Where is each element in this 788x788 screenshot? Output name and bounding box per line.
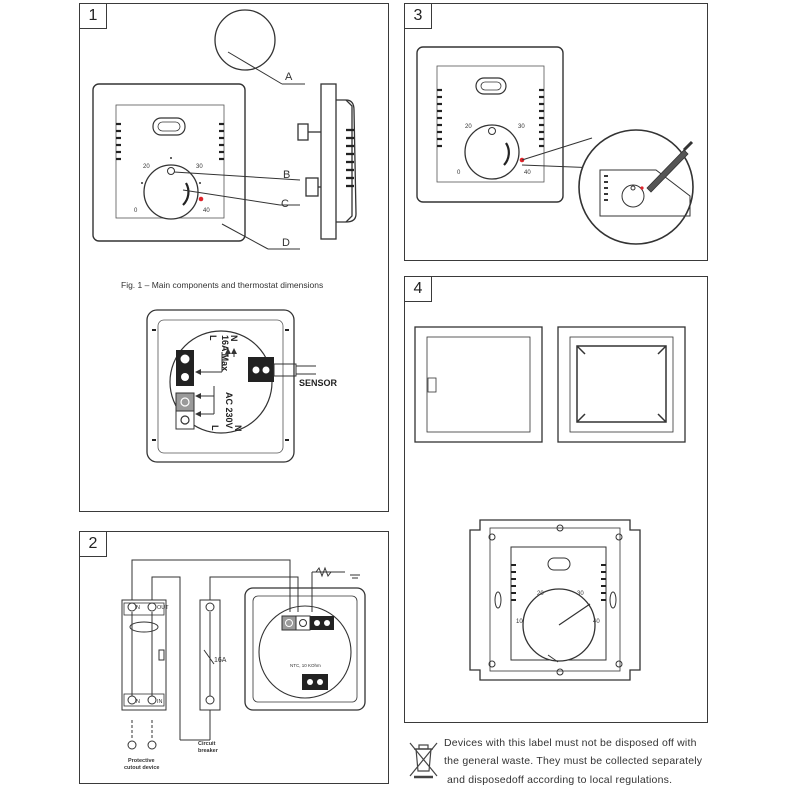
thermostat-side — [297, 83, 357, 240]
dial4-low: 20 — [537, 591, 544, 597]
label-n-top: N — [229, 335, 239, 342]
breaker-out: OUT — [157, 605, 169, 611]
indicator-led — [198, 196, 204, 202]
ntc-label: NTC, 10 KOhm — [290, 663, 321, 668]
dial4-labels: 10 20 30 40 — [516, 591, 600, 625]
panel-number: 1 — [79, 3, 107, 29]
dial3-low: 20 — [465, 124, 472, 130]
protective-line-2: cutout device — [124, 765, 159, 771]
panel-number: 3 — [404, 3, 432, 29]
screwdriver-icon — [646, 149, 689, 193]
installation-step-3: 0 20 30 40 — [416, 46, 694, 245]
label-sensor: SENSOR — [299, 378, 338, 388]
breaker-n-bottom: N — [136, 699, 140, 705]
panel-1: 1 — [79, 3, 389, 512]
dial3-high: 30 — [518, 124, 525, 130]
panel-number: 2 — [79, 531, 107, 557]
schematic-terminals — [127, 602, 334, 750]
breaker-n-top: N — [136, 605, 140, 611]
schematic-labels: N OUT N IN 16A NTC, 10 KOhm Protective c… — [124, 605, 321, 771]
mounting-frame — [469, 519, 641, 681]
dial4-high: 30 — [577, 591, 584, 597]
panel-number: 4 — [404, 276, 432, 302]
callout-lines — [173, 171, 301, 250]
dial-label-high: 30 — [196, 164, 203, 170]
dial-label-max: 40 — [203, 208, 210, 214]
callout-d: D — [282, 237, 290, 249]
installation-step-4 — [414, 326, 686, 443]
dial4-min: 10 — [516, 619, 523, 625]
label-supply: AC 230V — [224, 392, 234, 429]
callout-b: B — [283, 169, 291, 181]
wiring-block: N 16A Max L AC 230V N L SENSOR — [146, 309, 338, 463]
dial3-max: 40 — [524, 170, 531, 176]
disposal-line-3: and disposedoff according to local regul… — [447, 774, 673, 786]
dial3-min: 0 — [457, 170, 461, 176]
disposal-line-1: Devices with this label must not be disp… — [444, 737, 697, 749]
schematic — [121, 559, 366, 741]
thermostat-front: 0 20 30 40 — [92, 83, 246, 242]
label-l-bottom: L — [210, 425, 220, 431]
magnifier — [578, 129, 694, 245]
knob-detail — [214, 9, 305, 85]
callout-c: C — [281, 198, 289, 210]
circuit-line-2: breaker — [198, 748, 219, 754]
label-load: 16A Max — [220, 335, 230, 371]
dial-label-min: 0 — [134, 208, 138, 214]
callout-a: A — [285, 71, 293, 83]
label-n-bottom: N — [233, 425, 243, 432]
label-l-top: L — [208, 335, 218, 341]
fuse-rating: 16A — [214, 657, 227, 664]
protective-line-1: Protective — [128, 758, 155, 764]
dial-label-low: 20 — [143, 164, 150, 170]
figure-caption: Fig. 1 – Main components and thermostat … — [121, 280, 324, 290]
circuit-line-1: Circuit — [198, 741, 216, 747]
dial4-max: 40 — [593, 619, 600, 625]
breaker-in: IN — [157, 699, 163, 705]
disposal-line-2: the general waste. They must be collecte… — [444, 755, 703, 767]
crossed-bin-icon — [409, 742, 438, 779]
